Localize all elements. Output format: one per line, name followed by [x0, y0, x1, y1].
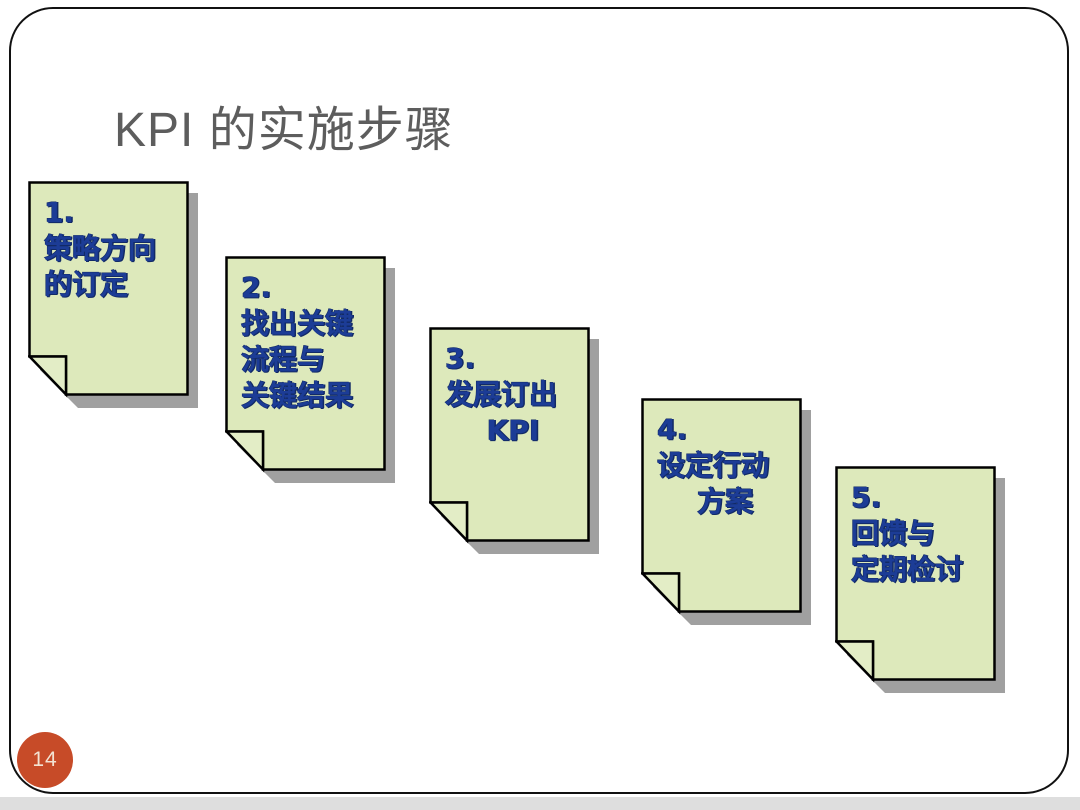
page-title: KPI 的实施步骤 — [114, 104, 454, 157]
step-number: 4. — [657, 413, 688, 446]
step-line: 找出关键 — [241, 307, 354, 340]
folded-note-icon — [28, 181, 198, 408]
step-line: 策略方向 — [44, 232, 157, 265]
step-line: 流程与 — [241, 343, 326, 376]
step-note-text: 1. 策略方向 的订定 — [28, 181, 188, 394]
step-note-5: 5. 回馈与 定期检讨 — [835, 466, 1007, 695]
step-line: KPI — [486, 414, 540, 447]
step-number: 1. — [44, 196, 75, 229]
step-line: 发展订出 — [445, 378, 558, 411]
step-note-4: 4. 设定行动 方案 — [641, 398, 813, 627]
folded-note-icon — [641, 398, 811, 625]
step-number: 2. — [241, 271, 272, 304]
step-note-3: 3. 发展订出 KPI — [429, 327, 601, 556]
folded-note-icon — [835, 466, 1005, 693]
step-note-text: 5. 回馈与 定期检讨 — [835, 466, 995, 679]
step-line: 定期检讨 — [851, 553, 964, 586]
page-number: 14 — [32, 748, 58, 771]
folded-note-icon — [225, 256, 395, 483]
step-note-1: 1. 策略方向 的订定 — [28, 181, 200, 410]
page-number-badge: 14 — [17, 732, 73, 788]
step-line: 回馈与 — [851, 517, 936, 550]
step-line: 的订定 — [44, 268, 129, 301]
step-note-text: 2. 找出关键 流程与 关键结果 — [225, 256, 385, 469]
step-number: 3. — [445, 342, 476, 375]
step-line: 关键结果 — [241, 379, 354, 412]
step-line: 方案 — [696, 485, 753, 518]
bottom-strip — [0, 797, 1080, 810]
step-line: 设定行动 — [657, 449, 770, 482]
step-number: 5. — [851, 481, 882, 514]
folded-note-icon — [429, 327, 599, 554]
step-note-text: 3. 发展订出 KPI — [429, 327, 589, 540]
step-note-text: 4. 设定行动 方案 — [641, 398, 801, 611]
step-note-2: 2. 找出关键 流程与 关键结果 — [225, 256, 397, 485]
